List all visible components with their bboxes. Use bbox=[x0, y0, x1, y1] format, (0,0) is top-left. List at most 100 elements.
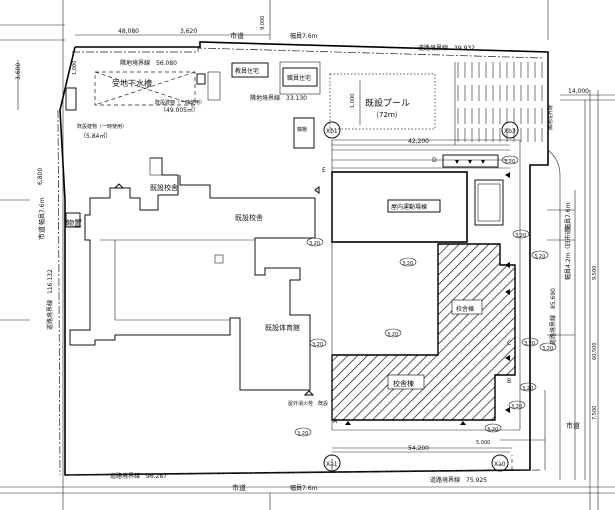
level-marker: 3,20 bbox=[294, 427, 312, 437]
storage-building bbox=[65, 212, 81, 228]
dim-left2: 3,600 bbox=[15, 63, 22, 80]
mark-e: E bbox=[322, 167, 326, 174]
existing-school bbox=[69, 157, 316, 391]
svg-text:3,20: 3,20 bbox=[515, 233, 526, 239]
dim-left1: 6,800 bbox=[37, 168, 44, 185]
mark-a: A bbox=[333, 418, 338, 425]
level-marker: 3,20 bbox=[539, 342, 557, 352]
svg-text:3,20: 3,20 bbox=[297, 431, 308, 437]
svg-text:3,20: 3,20 bbox=[309, 241, 320, 247]
fire-hydrant-label: 屋外消火栓 既設 bbox=[288, 400, 328, 407]
road-bottom-left: 市道 bbox=[232, 483, 246, 492]
mark-d: D bbox=[432, 157, 437, 164]
boundary-left-vertical: 道路境界線 116.132 bbox=[46, 269, 54, 330]
boundary-bottom-right: 道路境界線 75.925 bbox=[430, 476, 487, 484]
staff-house-2-label: 職員住宅 bbox=[287, 74, 311, 82]
svg-text:3,20: 3,20 bbox=[534, 254, 545, 260]
svg-text:3,20: 3,20 bbox=[542, 346, 553, 352]
dim-top: 48,080 bbox=[118, 28, 139, 35]
dim-top2: 3,620 bbox=[180, 28, 197, 35]
road-left: 市道 bbox=[37, 226, 46, 240]
level-marker: 3,20 bbox=[512, 229, 530, 239]
boundary-top-left: 隣地境界線 56.080 bbox=[120, 59, 177, 67]
mark-c: C bbox=[507, 340, 511, 347]
boundary-inner: 隣地境界線 33.130 bbox=[250, 94, 307, 102]
gym-label: 既設体育館 bbox=[265, 323, 300, 332]
dim-right4: 7,500 bbox=[592, 406, 598, 420]
road-top-kai: 幅員7.6ｍ bbox=[290, 32, 318, 40]
svg-text:Xb3: Xb3 bbox=[504, 128, 516, 135]
dim-bottom2: 5,000 bbox=[476, 440, 490, 446]
new-wing-label: 校舎棟 bbox=[393, 379, 414, 388]
boundary-right-small: 隣地境界線 bbox=[547, 105, 554, 130]
level-marker: 3,20 bbox=[531, 250, 549, 260]
road-left-kai: 幅員7.6ｍ bbox=[38, 197, 46, 225]
dim-right3: 60,500 bbox=[592, 343, 598, 361]
svg-text:Xa0: Xa0 bbox=[494, 461, 506, 468]
pool-area-label: （72ｍ） bbox=[372, 111, 402, 119]
storage-label: 物置 bbox=[66, 218, 82, 228]
boundary-bottom-left: 道路境界線 96.287 bbox=[110, 472, 167, 480]
existing-school-label: 既設校舎 bbox=[150, 183, 178, 192]
svg-text:3,20: 3,20 bbox=[504, 159, 515, 165]
new-school-wing bbox=[331, 243, 516, 421]
level-marker: 3,20 bbox=[501, 155, 519, 165]
small-building-note: 既設建物（一時使用） bbox=[77, 123, 127, 130]
school-main-label: 既設校舎 bbox=[235, 213, 263, 222]
road-right-vertical: 幅員4.2ｍ（旧市道） bbox=[564, 222, 572, 280]
temp-building-label: 屋内運動場棟 bbox=[391, 203, 427, 211]
svg-text:Xa1: Xa1 bbox=[326, 461, 338, 468]
pool-label: 既設プール bbox=[365, 97, 410, 109]
underground-tank-label: 受地下水槽 bbox=[112, 78, 152, 88]
boundary-right-vertical: 道路境界線 85.690 bbox=[549, 288, 557, 345]
axis-xa1: Xa1 bbox=[323, 454, 341, 472]
level-markers: 3,20 3,20 3,20 3,20 3,20 3,20 3,20 3,20 … bbox=[294, 155, 557, 437]
right-road-lines bbox=[547, 52, 615, 480]
road-right: 市道 bbox=[566, 421, 580, 430]
axis-xa0: Xa0 bbox=[491, 454, 509, 472]
staff-house-1-label: 教員住宅 bbox=[235, 67, 259, 75]
level-marker: 3,20 bbox=[519, 382, 537, 392]
pool bbox=[329, 73, 436, 130]
svg-text:3,20: 3,20 bbox=[511, 404, 522, 410]
svg-text:Xb1: Xb1 bbox=[326, 128, 338, 135]
bench-label: 藤棚 bbox=[297, 126, 307, 133]
svg-text:3,20: 3,20 bbox=[487, 427, 498, 433]
underground-tank bbox=[94, 71, 206, 106]
dim-side: 9,000 bbox=[260, 16, 266, 30]
dimension-lines bbox=[17, 34, 586, 480]
axis-xb3: Xb3 bbox=[501, 121, 519, 139]
boundary-top: 道路境界線 39.932 bbox=[418, 44, 475, 52]
level-marker: 3,20 bbox=[306, 237, 324, 247]
svg-text:3,20: 3,20 bbox=[524, 341, 535, 347]
dim-bottom: 54,200 bbox=[408, 445, 429, 452]
inner-lines bbox=[331, 139, 546, 470]
axis-xb1: Xb1 bbox=[323, 121, 341, 139]
dim-mid: 42,200 bbox=[408, 138, 429, 145]
svg-text:3,20: 3,20 bbox=[522, 386, 533, 392]
svg-text:3,20: 3,20 bbox=[402, 261, 413, 267]
mark-b: B bbox=[507, 378, 511, 385]
small-building bbox=[65, 87, 77, 111]
svg-text:3,20: 3,20 bbox=[312, 342, 323, 348]
dim-pool-w: 1,000 bbox=[350, 94, 356, 108]
dim-left-top: 1,000 bbox=[72, 61, 78, 75]
tank-area-label: （49.005㎡） bbox=[160, 106, 199, 114]
entrance-markers bbox=[113, 160, 510, 425]
dim-right1: 14,000 bbox=[568, 88, 589, 95]
small-building-area: （5.84㎡） bbox=[80, 132, 111, 140]
staff-houses bbox=[207, 61, 321, 149]
level-marker: 3,20 bbox=[384, 328, 402, 338]
level-marker: 3,20 bbox=[309, 338, 327, 348]
road-top-left: 市道 bbox=[230, 31, 244, 40]
level-marker: 3,20 bbox=[399, 257, 417, 267]
dim-right2: 9,500 bbox=[592, 266, 598, 280]
level-marker: 3,20 bbox=[508, 400, 526, 410]
parking-area bbox=[454, 62, 543, 145]
svg-text:3,20: 3,20 bbox=[387, 332, 398, 338]
level-marker: 3,20 bbox=[484, 423, 502, 433]
site-boundary bbox=[57, 41, 549, 476]
road-bottom-kai: 幅員7.6ｍ bbox=[290, 484, 318, 492]
